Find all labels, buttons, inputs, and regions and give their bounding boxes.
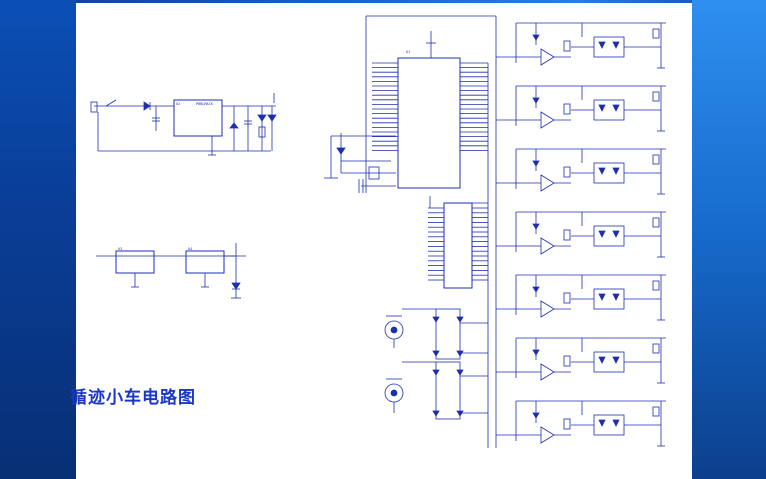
motor-1: [384, 315, 404, 348]
infrared-sensor-channels: [496, 22, 666, 447]
svg-text:U2: U2: [176, 102, 180, 106]
schematic-sheet: U2 PBBLMACK U3 U4: [76, 3, 692, 479]
diagram-caption: 循迹小车电路图: [70, 388, 196, 408]
svg-text:U3: U3: [118, 247, 122, 251]
circuit-schematic: U2 PBBLMACK U3 U4: [90, 15, 666, 448]
motor-2: [384, 378, 404, 413]
svg-text:PBBLMACK: PBBLMACK: [196, 102, 214, 106]
svg-text:U1: U1: [406, 50, 410, 54]
signal-bus: [460, 63, 497, 448]
h-bridge-diodes: [402, 308, 488, 420]
driver-pins: [428, 207, 488, 281]
svg-text:U4: U4: [188, 247, 192, 251]
dual-regulator-block: U3 U4: [96, 243, 246, 299]
oscillator-reset-block: [324, 133, 396, 193]
microcontroller-pins: [372, 62, 488, 151]
power-regulator-block: U2 PBBLMACK: [90, 93, 277, 156]
background-right-panel: [692, 0, 766, 479]
background-left-panel: [0, 0, 76, 479]
driver-chip: [429, 196, 473, 289]
